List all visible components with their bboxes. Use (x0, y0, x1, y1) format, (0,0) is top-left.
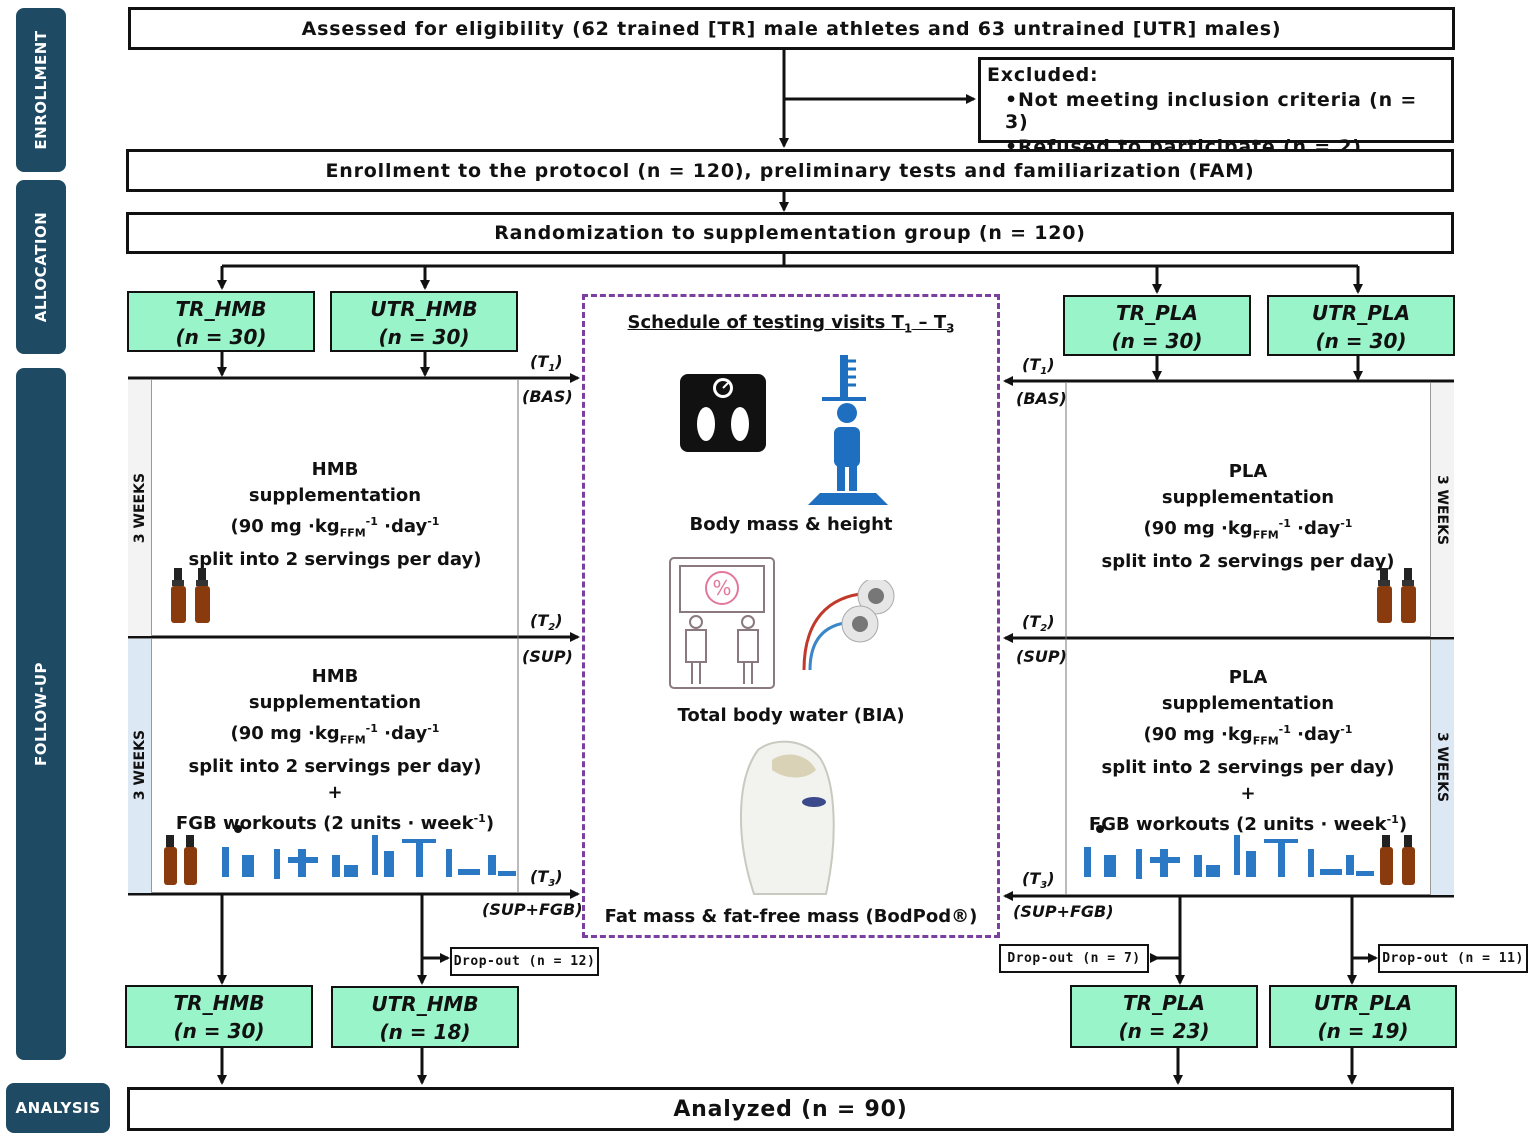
pla-phase1-text: PLA supplementation (90 mg ·kgFFM-1 ·day… (1101, 461, 1395, 572)
weeks-strip-right-2 (1430, 640, 1454, 895)
supplement-bottles-icon (1377, 568, 1416, 623)
timepoint-bas-left: (BAS) (522, 387, 573, 406)
timepoint-sup-left: (SUP) (522, 647, 573, 666)
weeks-strip-left-1 (128, 380, 152, 636)
supplement-bottles-icon (171, 568, 210, 623)
randomization-box: Randomization to supplementation group (… (126, 212, 1454, 254)
timepoint-t2-right: (T2) (1022, 612, 1055, 635)
pla-phase2-text: PLA supplementation (90 mg ·kgFFM-1 ·day… (1088, 667, 1408, 835)
allocation-tab: ALLOCATION (16, 180, 66, 354)
timepoint-bas-right: (BAS) (1016, 389, 1067, 408)
group-utr-pla-bottom: UTR_PLA(n = 19) (1269, 985, 1457, 1048)
timepoint-t1-left: (T1) (530, 352, 563, 375)
group-tr-pla-bottom: TR_PLA(n = 23) (1070, 985, 1258, 1048)
schedule-panel (582, 294, 1000, 938)
dropout-utr-hmb: Drop-out (n = 12) (450, 947, 599, 976)
weeks-label-right-1: 3 WEEKS (1434, 474, 1450, 546)
timepoint-supfgb-left: (SUP+FGB) (482, 900, 583, 919)
analyzed-box: Analyzed (n = 90) (127, 1087, 1454, 1131)
group-utr-pla-top: UTR_PLA(n = 30) (1267, 295, 1455, 356)
dropout-utr-pla: Drop-out (n = 11) (1378, 944, 1528, 973)
hmb-phase1-text: HMB supplementation (90 mg ·kgFFM-1 ·day… (188, 459, 482, 570)
follow-up-tab: FOLLOW-UP (16, 368, 66, 1060)
height-measure-icon (808, 355, 888, 505)
group-tr-hmb-bottom: TR_HMB(n = 30) (125, 985, 313, 1048)
group-tr-hmb-top: TR_HMB(n = 30) (127, 291, 315, 352)
bodpod-icon (739, 740, 835, 895)
weeks-label-left-2: 3 WEEKS (132, 729, 148, 801)
fat-mass-label: Fat mass & fat-free mass (BodPod®) (604, 906, 978, 927)
dropout-tr-pla: Drop-out (n = 7) (999, 944, 1149, 973)
timepoint-t2-left: (T2) (530, 611, 563, 634)
workout-exercises-icon (1084, 825, 1415, 885)
eligibility-box: Assessed for eligibility (62 trained [TR… (128, 7, 1455, 50)
group-utr-hmb-bottom: UTR_HMB(n = 18) (331, 986, 519, 1048)
tbw-label: Total body water (BIA) (677, 705, 905, 726)
svg-text:%: % (712, 576, 731, 600)
timepoint-t1-right: (T1) (1022, 355, 1055, 378)
timepoint-supfgb-right: (SUP+FGB) (1013, 902, 1114, 921)
bia-scale-icon: % (669, 557, 775, 689)
group-utr-hmb-top: UTR_HMB(n = 30) (330, 291, 518, 352)
hmb-phase2-text: HMB supplementation (90 mg ·kgFFM-1 ·day… (175, 666, 495, 834)
electrodes-icon (802, 580, 895, 671)
weeks-label-right-2: 3 WEEKS (1434, 731, 1450, 803)
group-tr-pla-top: TR_PLA(n = 30) (1063, 295, 1251, 356)
weeks-strip-left-2 (128, 639, 152, 893)
weeks-label-left-1: 3 WEEKS (132, 472, 148, 544)
timepoint-sup-right: (SUP) (1016, 647, 1067, 666)
weeks-strip-right-1 (1430, 383, 1454, 637)
excluded-title: Excluded: (987, 64, 1099, 86)
excluded-box: Excluded: •Not meeting inclusion criteri… (978, 57, 1454, 158)
workout-exercises-icon (164, 825, 516, 885)
schedule-title: Schedule of testing visits T1 – T3 (627, 312, 955, 336)
timepoint-t3-right: (T3) (1022, 869, 1055, 892)
excluded-item: •Not meeting inclusion criteria (n = 3) (1005, 89, 1418, 133)
enrollment-tab: ENROLLMENT (16, 8, 66, 172)
timepoint-t3-left: (T3) (530, 867, 563, 890)
analysis-tab: ANALYSIS (6, 1083, 110, 1133)
enrollment-box: Enrollment to the protocol (n = 120), pr… (126, 149, 1454, 192)
scale-icon (680, 374, 766, 452)
body-mass-label: Body mass & height (689, 514, 893, 535)
